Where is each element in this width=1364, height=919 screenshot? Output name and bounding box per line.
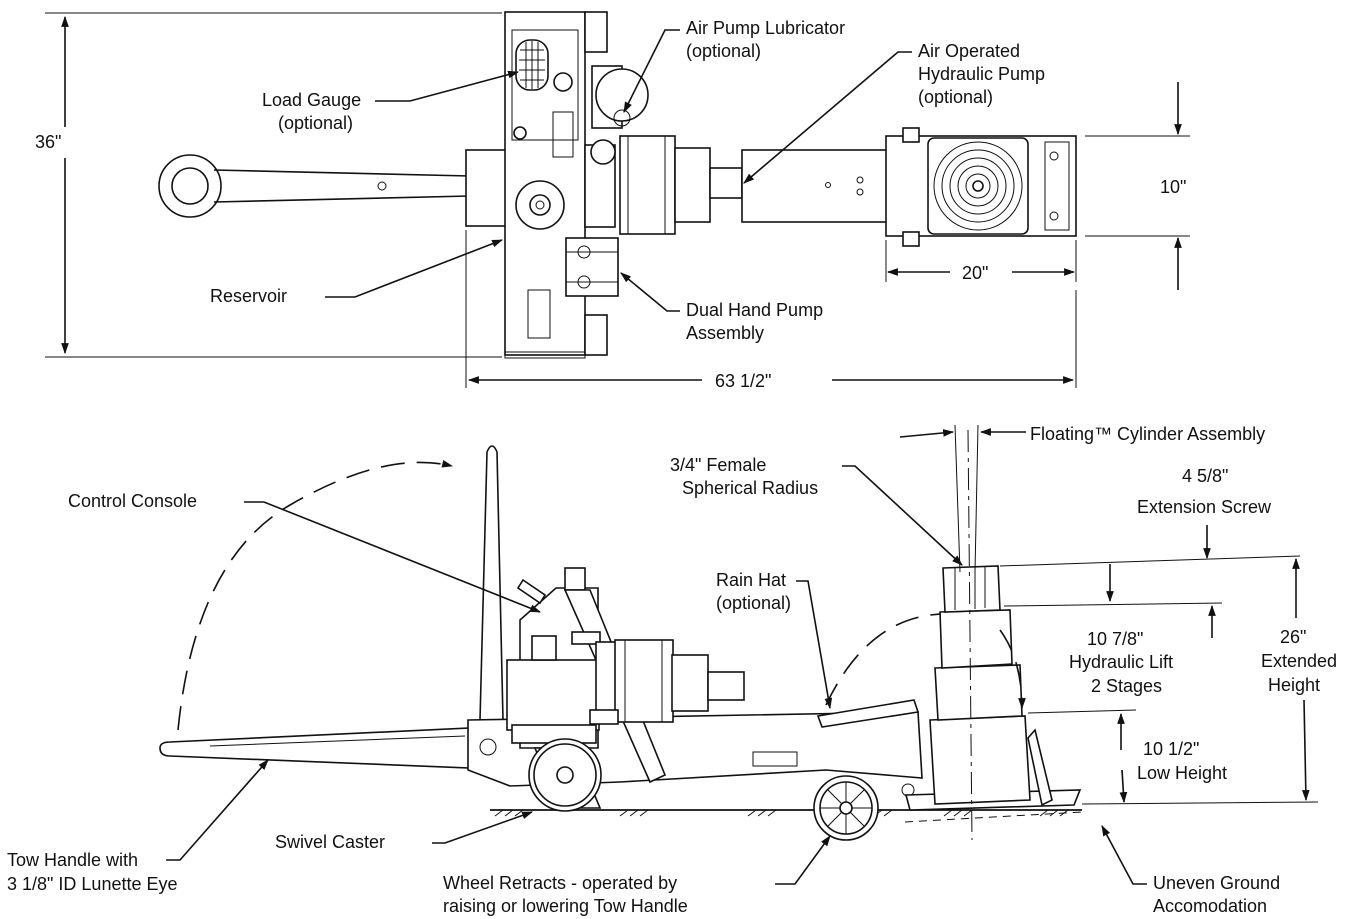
callout-wheel-retracts: Wheel Retracts - operated by raising or …	[443, 835, 831, 916]
top-view: 36" 10" 20" 63 1/2" Air Pump L	[35, 11, 1190, 391]
valve-knob-icon	[513, 126, 527, 140]
svg-text:Uneven Ground: Uneven Ground	[1153, 873, 1280, 893]
callout-hydraulic-lift: 10 7/8" Hydraulic Lift 2 Stages	[1069, 564, 1216, 696]
svg-text:Tow Handle with: Tow Handle with	[7, 850, 138, 870]
svg-text:Air Operated: Air Operated	[918, 41, 1020, 61]
svg-text:2 Stages: 2 Stages	[1091, 676, 1162, 696]
svg-text:Wheel Retracts - operated by: Wheel Retracts - operated by	[443, 873, 677, 893]
callout-swivel-caster: Swivel Caster	[275, 811, 534, 852]
callout-air-pump-lubricator: Air Pump Lubricator (optional)	[623, 18, 845, 113]
tongue-bracket	[465, 149, 511, 227]
svg-text:(optional): (optional)	[278, 113, 353, 133]
svg-text:Spherical Radius: Spherical Radius	[682, 478, 818, 498]
svg-text:3 1/8" ID Lunette Eye: 3 1/8" ID Lunette Eye	[7, 874, 178, 894]
svg-text:Extension Screw: Extension Screw	[1137, 497, 1272, 517]
svg-text:Hydraulic Lift: Hydraulic Lift	[1069, 652, 1173, 672]
dim-63-label: 63 1/2"	[715, 371, 771, 391]
dimension-overall-width: 36"	[35, 12, 502, 358]
callout-control-console: Control Console	[68, 491, 542, 613]
float-swing-arc	[999, 629, 1026, 710]
tow-handle-side	[159, 727, 471, 769]
dimension-base-width: 10"	[1085, 82, 1190, 290]
retract-wheel-icon	[813, 775, 879, 841]
svg-text:(optional): (optional)	[716, 593, 791, 613]
svg-text:Rain Hat: Rain Hat	[716, 570, 786, 590]
valve-knob-icon	[553, 72, 573, 92]
svg-text:Swivel Caster: Swivel Caster	[275, 832, 385, 852]
uneven-ground-dash	[904, 811, 1083, 823]
float-ref-line	[974, 424, 979, 573]
callout-rain-hat: Rain Hat (optional)	[716, 570, 833, 710]
svg-text:10 7/8": 10 7/8"	[1087, 629, 1143, 649]
svg-text:Low Height: Low Height	[1137, 763, 1227, 783]
air-hydraulic-pump-top	[584, 135, 757, 235]
svg-text:Dual Hand Pump: Dual Hand Pump	[686, 300, 823, 320]
svg-text:Floating™ Cylinder Assembly: Floating™ Cylinder Assembly	[1030, 424, 1265, 444]
dim-36-label: 36"	[35, 132, 61, 152]
svg-text:3/4" Female: 3/4" Female	[670, 455, 766, 475]
float-ref-line	[954, 424, 961, 573]
svg-text:Extended: Extended	[1261, 651, 1337, 671]
rain-hat-icon	[816, 613, 951, 728]
svg-text:(optional): (optional)	[918, 87, 993, 107]
callout-reservoir: Reservoir	[210, 239, 504, 306]
dim-10-label: 10"	[1160, 177, 1186, 197]
svg-text:Air Pump Lubricator: Air Pump Lubricator	[686, 18, 845, 38]
jack-cylinder-side	[904, 565, 1082, 811]
callout-uneven-ground: Uneven Ground Accomodation	[1101, 825, 1280, 916]
callout-female-radius: 3/4" Female Spherical Radius	[670, 455, 963, 566]
svg-text:Reservoir: Reservoir	[210, 286, 287, 306]
air-pump-side	[589, 639, 745, 725]
svg-text:Load Gauge: Load Gauge	[262, 90, 361, 110]
callout-floating-cylinder: Floating™ Cylinder Assembly	[899, 424, 1265, 444]
dual-hand-pump-icon	[565, 237, 619, 297]
handle-swing-arc	[177, 459, 454, 731]
svg-text:raising or lowering Tow Handle: raising or lowering Tow Handle	[443, 896, 688, 916]
ground-line	[490, 809, 1082, 817]
air-pump-lubricator-icon	[591, 65, 649, 129]
dim-20-label: 20"	[962, 263, 988, 283]
svg-text:Assembly: Assembly	[686, 323, 764, 343]
svg-text:4 5/8": 4 5/8"	[1182, 466, 1228, 486]
svg-text:(optional): (optional)	[686, 41, 761, 61]
dimension-overall-length: 63 1/2"	[465, 230, 1077, 391]
dimension-base-length: 20"	[885, 240, 1077, 283]
tow-handle-top	[158, 154, 471, 218]
callout-load-gauge: Load Gauge (optional)	[262, 70, 520, 133]
svg-text:Accomodation: Accomodation	[1153, 896, 1267, 916]
svg-text:Hydraulic Pump: Hydraulic Pump	[918, 64, 1045, 84]
cylinder-centerline	[967, 429, 973, 841]
swivel-caster-icon	[528, 738, 602, 812]
jack-base-top	[885, 127, 1077, 247]
svg-text:10 1/2": 10 1/2"	[1143, 739, 1199, 759]
callout-extension-screw: 4 5/8" Extension Screw	[999, 466, 1301, 607]
callout-air-operated-pump: Air Operated Hydraulic Pump (optional)	[743, 41, 1045, 184]
svg-text:Height: Height	[1268, 675, 1320, 695]
svg-text:26": 26"	[1280, 627, 1306, 647]
callout-tow-handle: Tow Handle with 3 1/8" ID Lunette Eye	[7, 759, 269, 894]
tow-handle-raised	[479, 445, 504, 721]
callout-low-height: 10 1/2" Low Height	[1027, 709, 1227, 804]
svg-text:Control Console: Control Console	[68, 491, 197, 511]
side-view: Floating™ Cylinder Assembly 3/4" Female …	[7, 424, 1337, 916]
callout-dual-hand-pump: Dual Hand Pump Assembly	[620, 272, 823, 343]
callout-extended-height: 26" Extended Height	[1081, 557, 1337, 805]
main-beam-top	[741, 149, 888, 223]
reservoir-cap-icon	[515, 180, 565, 230]
load-gauge-icon	[515, 39, 549, 91]
